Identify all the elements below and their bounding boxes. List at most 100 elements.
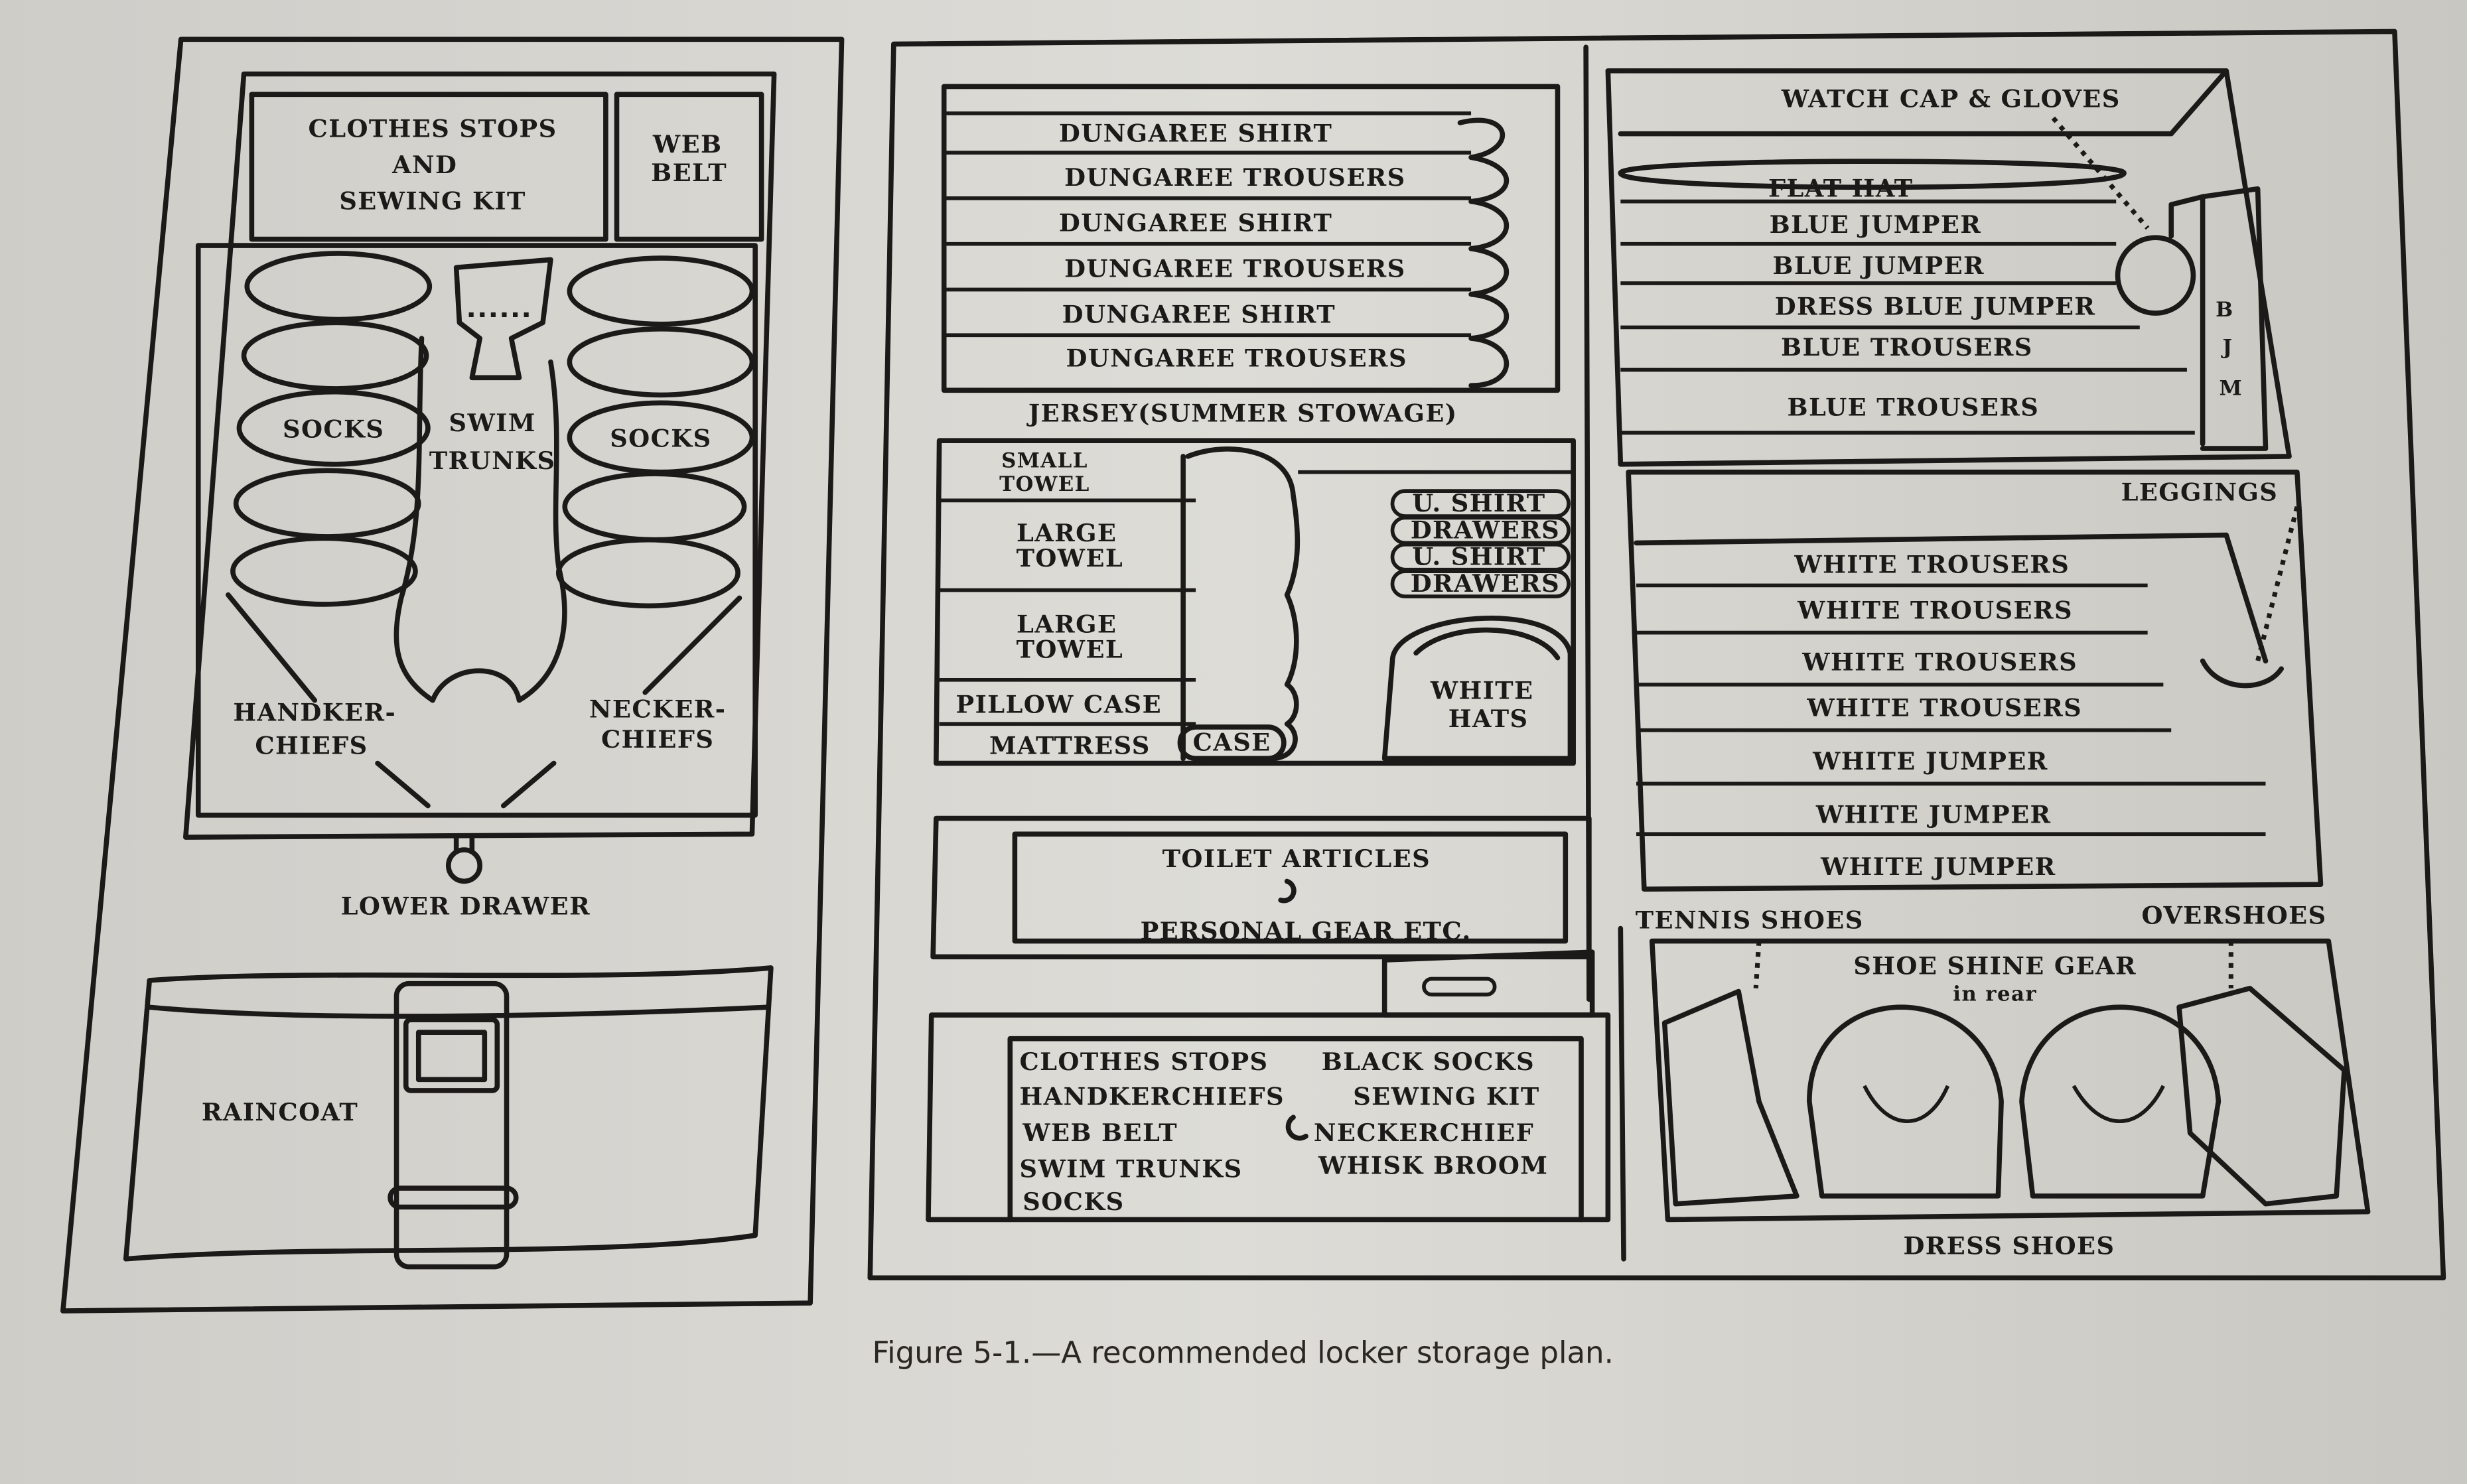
line-art xyxy=(867,29,2446,1281)
line-art xyxy=(123,965,774,1262)
label-left-panel-lower-drawer: LOWER DRAWER xyxy=(341,891,591,920)
label-right-panel-towels-large-towel-1-0: LARGE xyxy=(1017,518,1117,547)
line-art xyxy=(2255,506,2300,662)
line-art xyxy=(244,251,433,322)
line-art xyxy=(388,1185,519,1210)
label-right-panel-bjm-2: M xyxy=(2220,376,2243,400)
label-right-panel-underwear-2: U. SHIRT xyxy=(1412,542,1545,571)
label-right-panel-dungarees-4: DUNGAREE SHIRT xyxy=(1062,299,1336,328)
drawer-knob xyxy=(445,847,483,884)
label-right-panel-blues-4: BLUE TROUSERS xyxy=(1781,332,2033,362)
dress-shoe-left xyxy=(1807,1004,2004,1199)
label-right-panel-toilet-drawer-1: PERSONAL GEAR ETC. xyxy=(1141,916,1472,945)
label-right-panel-towels-mattress: MATTRESS xyxy=(989,730,1151,760)
label-right-panel-dungarees-5: DUNGAREE TROUSERS xyxy=(1066,344,1407,373)
label-right-panel-underwear-0: U. SHIRT xyxy=(1412,488,1545,517)
toilet-articles-drawer: TOILET ARTICLES PERSONAL GEAR ETC. xyxy=(930,815,1595,1018)
dress-shoe-right xyxy=(2019,1004,2221,1199)
line-art xyxy=(60,36,845,1314)
label-left-panel-neckerchiefs-0: NECKER- xyxy=(589,695,727,724)
raincoat-roll: RAINCOAT xyxy=(123,965,774,1270)
label-right-panel-whites-1: WHITE TROUSERS xyxy=(1797,595,2073,624)
line-art xyxy=(2115,235,2196,316)
label-right-panel-whites-6: WHITE JUMPER xyxy=(1820,852,2056,881)
line-art xyxy=(944,111,1472,338)
whites-shelf: LEGGINGS WHITE TROUSERS WHITE TROUSERS W… xyxy=(1626,469,2324,892)
line-art xyxy=(1863,1085,2165,1123)
label-right-panel-dungarees-1: DUNGAREE TROUSERS xyxy=(1064,163,1405,192)
label-right-panel-whites-2: WHITE TROUSERS xyxy=(1801,647,2078,677)
label-right-panel-towels-small-towel-0: SMALL xyxy=(1001,449,1088,473)
socks-left-stack xyxy=(230,251,433,607)
left-locker-panel: CLOTHES STOPS AND SEWING KIT WEB BELT SO… xyxy=(60,36,845,1314)
line-art xyxy=(1012,831,1569,944)
line-art xyxy=(183,71,777,840)
label-right-panel-dungarees-0: DUNGAREE SHIRT xyxy=(1059,118,1332,147)
label-left-panel-handkerchiefs-0: HANDKER- xyxy=(233,697,396,726)
label-right-panel-shoe-shine-1: in rear xyxy=(1953,982,2037,1006)
line-art xyxy=(2051,116,2150,230)
line-art xyxy=(1457,117,1510,388)
label-right-panel-blues-0: FLAT HAT xyxy=(1768,174,1913,203)
label-left-panel-clothes-stops-box-2: SEWING KIT xyxy=(339,186,526,215)
label-right-panel-leggings: LEGGINGS xyxy=(2121,477,2279,506)
label-right-panel-dungarees-2: DUNGAREE SHIRT xyxy=(1059,208,1332,237)
web-belt-box xyxy=(614,92,764,242)
label-right-panel-towels-large-towel-2-1: TOWEL xyxy=(1017,635,1124,664)
label-right-panel-dungarees-3: DUNGAREE TROUSERS xyxy=(1064,254,1405,283)
label-left-panel-web-belt-box-0: WEB xyxy=(652,129,723,159)
label-right-panel-white-hats-1: HATS xyxy=(1448,704,1529,733)
label-right-panel-towels-small-towel-1: TOWEL xyxy=(999,472,1090,496)
line-art xyxy=(415,1030,488,1083)
label-right-panel-tennis-shoes: TENNIS SHOES xyxy=(1636,906,1864,935)
dungaree-shelf: DUNGAREE SHIRT DUNGAREE TROUSERS DUNGARE… xyxy=(941,84,1561,393)
label-right-panel-towels-large-towel-1-1: TOWEL xyxy=(1017,543,1124,573)
line-art xyxy=(2168,194,2206,446)
label-right-panel-towels-pillow-case: PILLOW CASE xyxy=(956,690,1162,719)
label-left-panel-socks-right: SOCKS xyxy=(610,424,711,453)
line-art xyxy=(147,1004,770,1019)
label-right-panel-whites-4: WHITE JUMPER xyxy=(1812,746,2048,776)
label-right-panel-jersey: JERSEY(SUMMER STOWAGE) xyxy=(1026,399,1458,428)
towel-shelf: SMALL TOWEL LARGE TOWEL LARGE TOWEL PILL… xyxy=(934,438,1576,766)
label-right-panel-blues-1: BLUE JUMPER xyxy=(1770,210,1982,239)
overshoe xyxy=(2176,985,2347,1207)
line-art xyxy=(1620,199,2195,435)
label-left-panel-raincoat: RAINCOAT xyxy=(202,1097,358,1126)
clothes-stops-box xyxy=(249,92,608,242)
label-right-panel-dress-shoes: DRESS SHOES xyxy=(1904,1231,2115,1260)
label-right-panel-shoe-shine-0: SHOE SHINE GEAR xyxy=(1853,951,2137,980)
swim-trunks-shape xyxy=(393,257,567,703)
label-right-panel-underwear-3: DRAWERS xyxy=(1411,569,1560,598)
drawer-pull-icon xyxy=(1278,878,1297,904)
line-art xyxy=(230,535,418,607)
label-right-panel-bottom-drawer-left-3: SWIM TRUNKS xyxy=(1020,1154,1243,1183)
label-right-panel-blues-5: BLUE TROUSERS xyxy=(1787,392,2039,421)
lower-drawer-compartment xyxy=(195,243,758,818)
label-right-panel-overshoes: OVERSHOES xyxy=(2142,900,2327,929)
label-right-panel-bottom-drawer-right-0: BLACK SOCKS xyxy=(1322,1047,1535,1076)
line-art xyxy=(1605,68,2292,467)
tennis-shoe xyxy=(1661,988,1799,1207)
label-right-panel-bjm-1: J xyxy=(2221,336,2233,360)
line-art xyxy=(2200,186,2269,451)
label-right-panel-bottom-drawer-right-2: NECKERCHIEF xyxy=(1314,1118,1534,1147)
shoe-shelf: TENNIS SHOES OVERSHOES SHOE SHINE GEAR i… xyxy=(1636,900,2371,1260)
line-art xyxy=(1618,68,2229,137)
line-art xyxy=(241,320,429,391)
label-left-panel-neckerchiefs-1: CHIEFS xyxy=(601,724,714,754)
line-art xyxy=(1177,724,1287,762)
label-right-panel-bottom-drawer-left-2: WEB BELT xyxy=(1022,1118,1178,1147)
label-right-panel-underwear-1: DRAWERS xyxy=(1411,515,1560,544)
label-left-panel-clothes-stops-box-1: AND xyxy=(391,150,457,179)
label-left-panel-socks-left: SOCKS xyxy=(283,414,384,443)
line-art xyxy=(1180,446,1301,762)
label-right-panel-white-hats-0: WHITE xyxy=(1430,675,1534,705)
line-art xyxy=(226,592,742,809)
label-right-panel-bottom-drawer-left-0: CLOTHES STOPS xyxy=(1020,1047,1269,1076)
line-art xyxy=(939,470,1574,726)
line-art xyxy=(1753,941,2233,988)
label-right-panel-whites-3: WHITE TROUSERS xyxy=(1806,693,2082,722)
line-art xyxy=(1422,977,1497,997)
line-art xyxy=(930,815,1592,960)
